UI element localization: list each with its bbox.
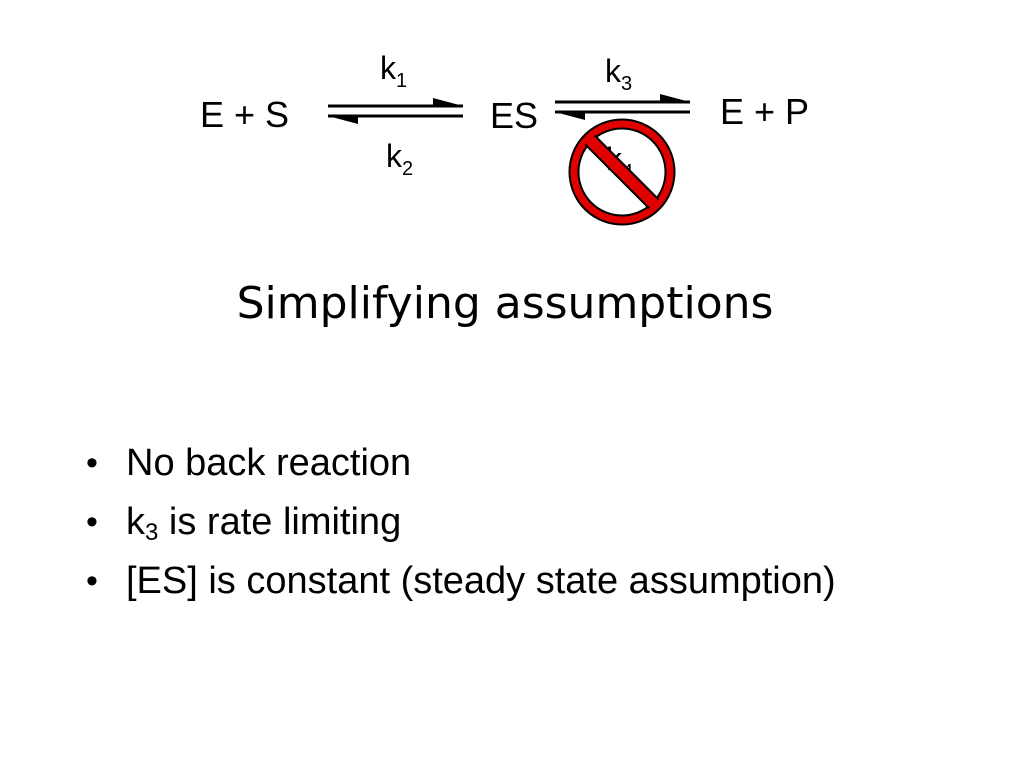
forward-arrow-2 xyxy=(555,94,690,104)
list-item: No back reaction xyxy=(86,438,886,488)
k1-label: k1 xyxy=(380,50,408,92)
assumption-list: No back reaction k3 is rate limiting [ES… xyxy=(86,438,886,615)
complex-label: ES xyxy=(490,95,539,136)
list-item: [ES] is constant (steady state assumptio… xyxy=(86,556,886,606)
reverse-arrow-2 xyxy=(555,110,690,120)
reverse-arrow-1 xyxy=(328,114,463,124)
list-item: k3 is rate limiting xyxy=(86,497,886,547)
slide-title: Simplifying assumptions xyxy=(236,278,774,329)
reactants-label: E + S xyxy=(200,94,290,135)
k3-label: k3 xyxy=(605,53,633,95)
k2-label: k2 xyxy=(386,138,414,180)
prohibition-icon xyxy=(568,118,676,226)
products-label: E + P xyxy=(720,91,810,132)
forward-arrow-1 xyxy=(328,98,463,108)
